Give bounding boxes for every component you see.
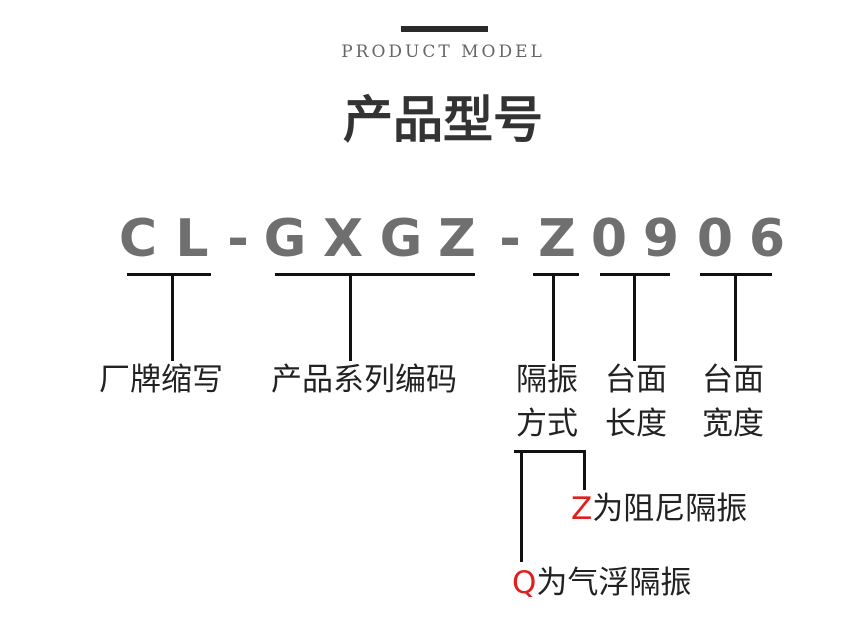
code-char: 0 <box>696 209 734 269</box>
code-char: - <box>499 209 521 269</box>
bracket-brand-v <box>171 273 174 361</box>
label-brand: 厂牌缩写 <box>99 362 223 398</box>
code-char: G <box>263 209 307 269</box>
code-char: L <box>175 209 209 269</box>
code-char: - <box>227 209 249 269</box>
bracket-series-h <box>275 273 475 276</box>
header-bar <box>401 26 488 32</box>
options-bracket-z-v <box>583 450 586 490</box>
options-bracket-q-v <box>520 450 523 562</box>
option-q: Q为气浮隔振 <box>512 563 691 603</box>
page-subtitle: PRODUCT MODEL <box>341 42 545 62</box>
label-length-line1: 台面 <box>605 362 667 398</box>
code-char: Z <box>538 209 576 269</box>
option-z: Z为阻尼隔振 <box>571 489 747 529</box>
code-char: G <box>379 209 423 269</box>
bracket-isolation-v <box>552 273 555 361</box>
page-title: 产品型号 <box>343 91 543 149</box>
bracket-length-v <box>633 273 636 361</box>
label-isolation-line2: 方式 <box>516 406 578 442</box>
model-code: C L - G X G Z - Z 0 9 0 6 <box>0 204 860 274</box>
bracket-isolation-h <box>533 273 579 276</box>
code-char: C <box>118 209 158 269</box>
code-char: X <box>322 209 364 269</box>
label-length-line2: 长度 <box>605 406 667 442</box>
bracket-series-v <box>349 273 352 361</box>
label-width-line1: 台面 <box>702 362 764 398</box>
code-char: Z <box>438 209 476 269</box>
option-q-letter: Q <box>512 565 537 601</box>
options-bracket-h <box>514 450 586 453</box>
code-char: 6 <box>748 209 786 269</box>
option-z-letter: Z <box>571 491 593 527</box>
option-q-text: 为气浮隔振 <box>536 565 692 601</box>
bracket-width-v <box>734 273 737 361</box>
bracket-brand-h <box>127 273 211 276</box>
label-width-line2: 宽度 <box>702 406 764 442</box>
code-char: 9 <box>642 209 680 269</box>
option-z-text: 为阻尼隔振 <box>592 491 748 527</box>
label-isolation-line1: 隔振 <box>516 362 578 398</box>
label-series: 产品系列编码 <box>271 362 457 398</box>
code-char: 0 <box>590 209 628 269</box>
